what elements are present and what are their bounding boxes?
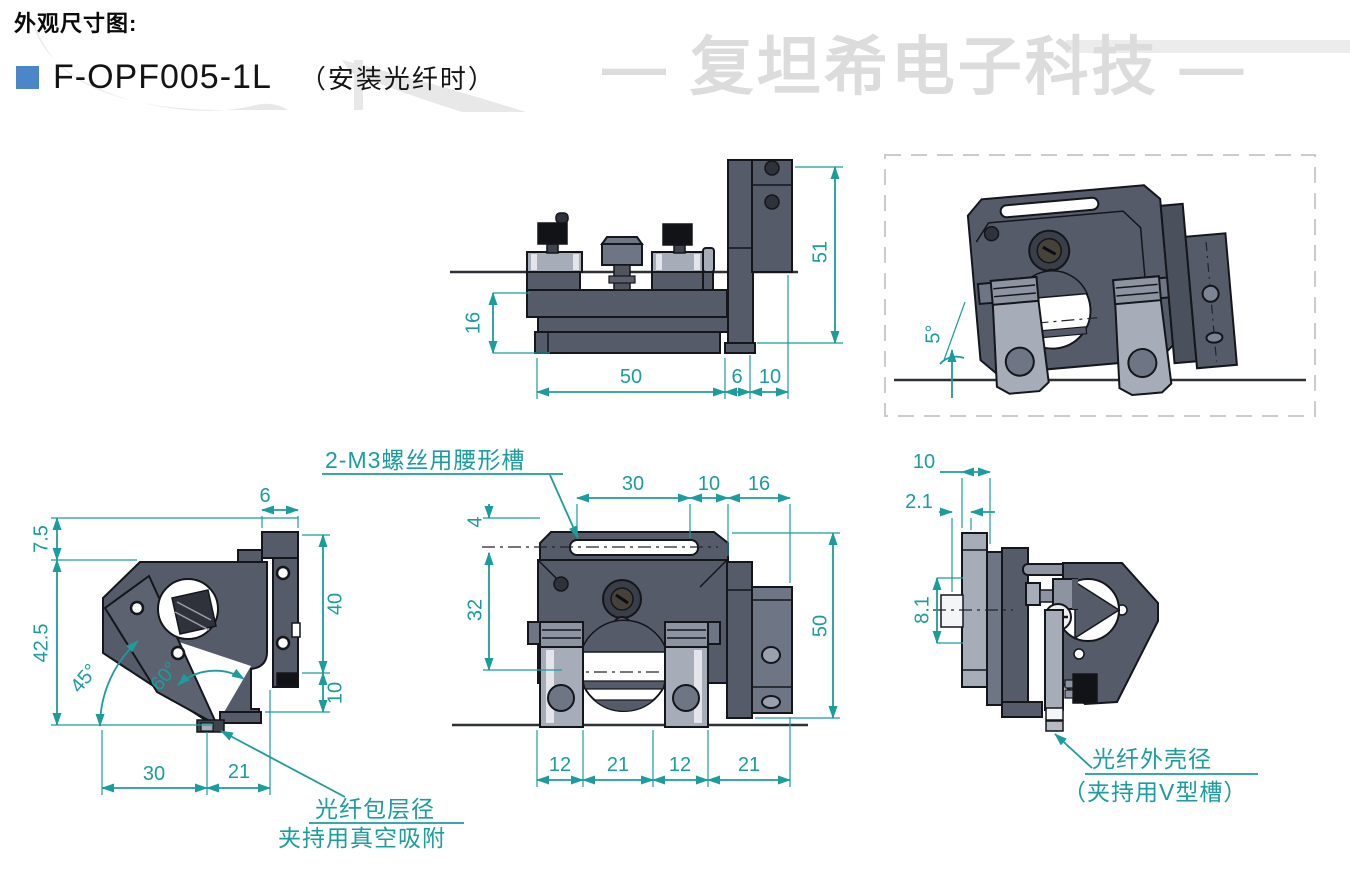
dimension-4: 4 xyxy=(464,504,540,567)
dimension-50: 50 xyxy=(732,532,840,719)
slot-callout-text: 2-M3螺丝用腰形槽 xyxy=(325,447,525,473)
callout-line1: 光纤包层径 xyxy=(315,796,435,822)
dim-label-40: 40 xyxy=(324,593,346,615)
dim-label-50: 50 xyxy=(809,615,831,637)
part-front-tilted xyxy=(966,184,1238,397)
dim-label-16: 16 xyxy=(748,473,770,495)
dashed-border xyxy=(884,154,1316,417)
dimension-32: 32 xyxy=(464,552,562,671)
view-front: 2-M3螺丝用腰形槽 30 10 16 4 32 xyxy=(322,447,840,787)
blue-square-bullet-icon xyxy=(16,66,39,89)
dim-label-5deg: 5° xyxy=(922,324,944,343)
view-side-mounted: 16 51 50 6 10 xyxy=(450,159,843,399)
part-side-view xyxy=(526,159,793,354)
product-code: F-OPF005-1L xyxy=(53,58,272,96)
dimension-2_1: 2.1 xyxy=(905,491,995,592)
dimension-top-chain: 30 10 16 xyxy=(576,473,791,583)
callout-fiber-shell: 光纤外壳径 （夹持用V型槽） xyxy=(1054,733,1258,805)
dim-label-45deg: 45° xyxy=(66,660,102,697)
dimension-7_5: 7.5 xyxy=(30,517,298,561)
product-heading: F-OPF005-1L （安装光纤时） xyxy=(16,58,496,97)
dim-label-42_5: 42.5 xyxy=(30,624,52,663)
dim-label-6: 6 xyxy=(731,366,742,388)
dim-label-10: 10 xyxy=(698,473,720,495)
dim-label-2_1: 2.1 xyxy=(905,491,933,513)
dim-label-51: 51 xyxy=(809,241,831,263)
dimension-10: 10 xyxy=(913,451,991,544)
dimension-10-right: 10 xyxy=(265,672,346,713)
dim-label-21a: 21 xyxy=(607,754,629,776)
product-note: （安装光纤时） xyxy=(299,64,496,94)
callout-line2: （夹持用V型槽） xyxy=(1063,779,1247,805)
dimension-bottom-chain: 30 21 xyxy=(101,690,271,795)
dim-label-12b: 12 xyxy=(669,754,691,776)
dimension-bottom-chain: 12 21 12 21 xyxy=(536,717,791,787)
dimension-40: 40 xyxy=(302,534,346,674)
page-title: 外观尺寸图: xyxy=(14,11,138,36)
callout-line2: 夹持用真空吸附 xyxy=(278,825,446,851)
watermark-underline-bar xyxy=(1066,40,1350,53)
callout-fiber-cladding: 光纤包层径 夹持用真空吸附 xyxy=(220,730,464,851)
dimension-42_5: 42.5 xyxy=(30,559,213,726)
dim-label-8_1: 8.1 xyxy=(911,596,933,624)
view-front-tilted: 5° xyxy=(884,154,1316,417)
dim-label-21: 21 xyxy=(228,761,250,783)
dim-label-30: 30 xyxy=(622,473,644,495)
dimension-6-top: 6 xyxy=(259,485,299,528)
dimension-5deg: 5° xyxy=(922,301,966,398)
callout-slot: 2-M3螺丝用腰形槽 xyxy=(322,447,579,539)
dim-label-16: 16 xyxy=(462,312,484,334)
logo-swoosh-watermark xyxy=(30,12,526,112)
dimension-51: 51 xyxy=(757,166,843,344)
dimension-bottom-chain: 50 6 10 xyxy=(536,275,789,399)
dim-label-4: 4 xyxy=(464,516,486,527)
dim-label-50: 50 xyxy=(620,366,642,388)
view-side-left: 6 7.5 42.5 45° 60° 40 xyxy=(30,485,464,851)
part-front-view xyxy=(482,531,793,728)
dim-label-12a: 12 xyxy=(549,754,571,776)
dimension-16: 16 xyxy=(462,292,550,354)
dim-label-6: 6 xyxy=(259,485,270,507)
company-watermark: — 复坦希电子科技 — xyxy=(602,31,1247,103)
dim-label-30: 30 xyxy=(143,763,165,785)
callout-line1: 光纤外壳径 xyxy=(1092,746,1212,772)
dimension-8_1: 8.1 xyxy=(911,577,963,644)
view-side-right: 10 2.1 8.1 光纤外壳径 （夹持用V型槽） xyxy=(905,451,1258,805)
part-left-view xyxy=(102,531,301,733)
dim-label-32: 32 xyxy=(464,599,486,621)
dim-label-21b: 21 xyxy=(738,754,760,776)
dim-label-10: 10 xyxy=(913,451,935,473)
part-right-view xyxy=(933,532,1159,732)
dim-label-7_5: 7.5 xyxy=(30,525,52,553)
dim-label-10: 10 xyxy=(324,682,346,704)
dim-label-10: 10 xyxy=(759,366,781,388)
